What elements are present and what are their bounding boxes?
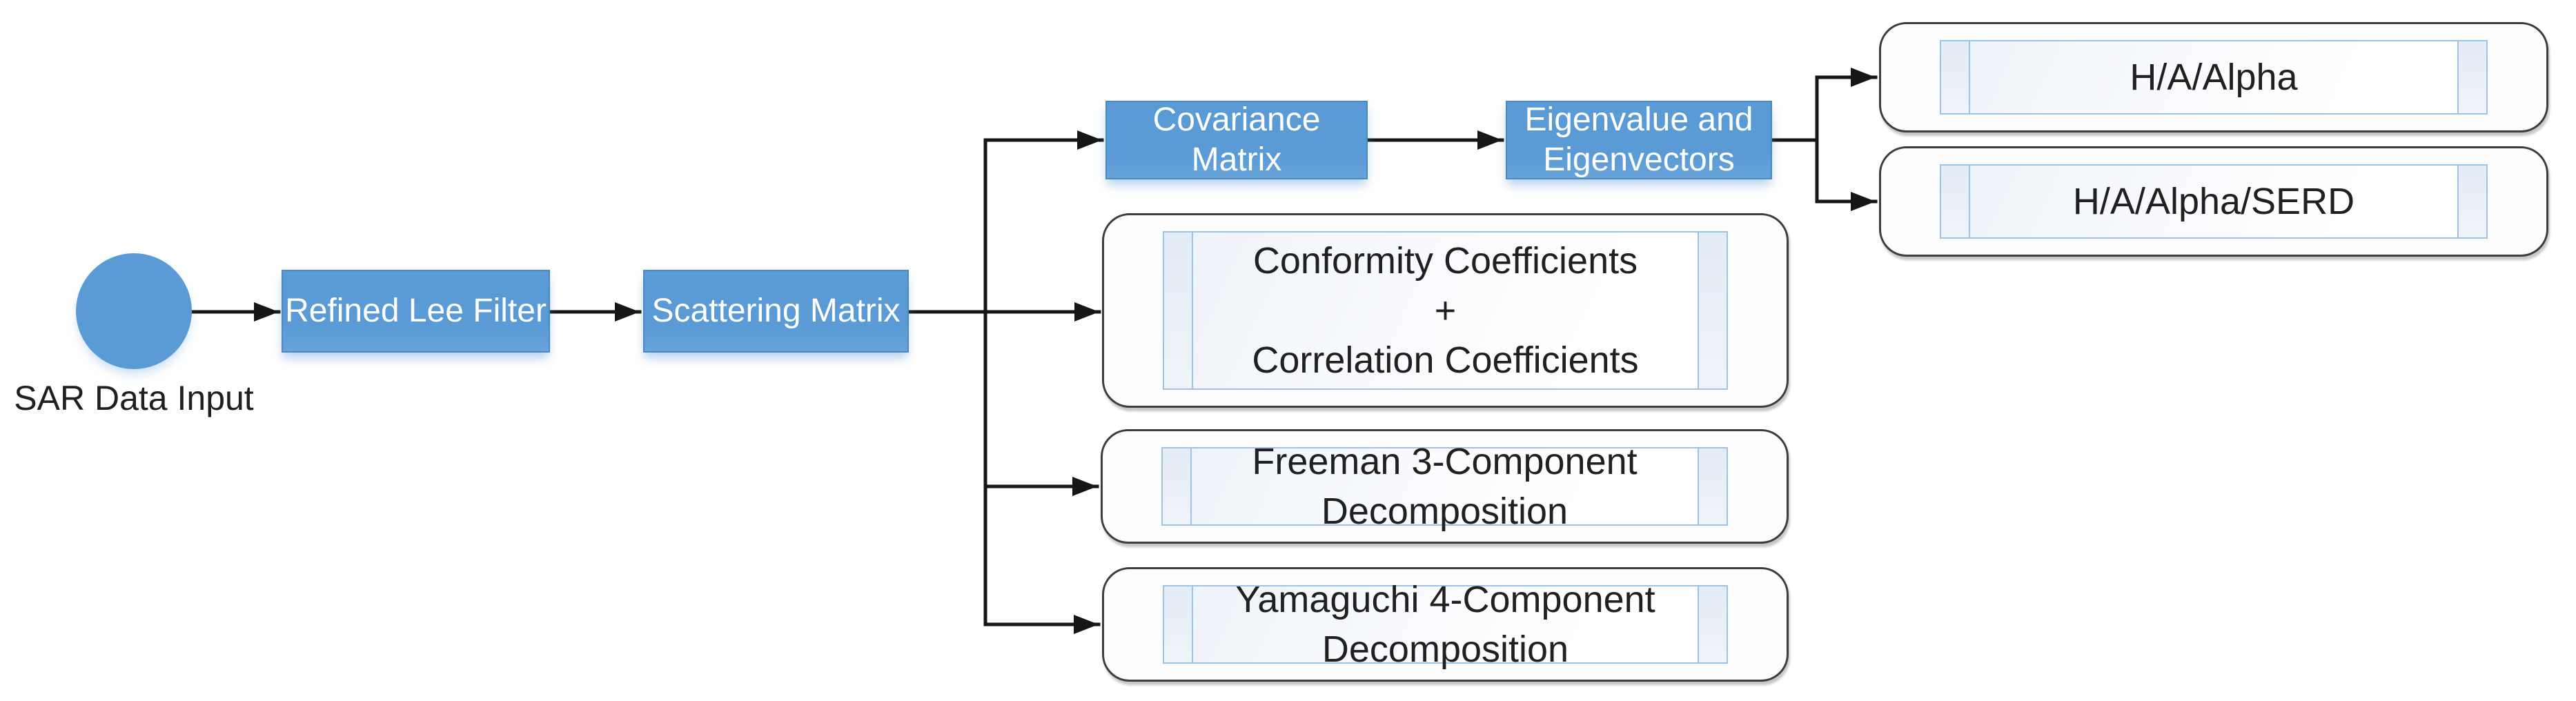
- sar-data-input-label: SAR Data Input: [14, 379, 254, 417]
- sar-data-input-node: [76, 253, 192, 369]
- h-a-alpha-serd-label: H/A/Alpha/SERD: [2072, 181, 2355, 222]
- h-a-alpha-serd-inner-panel: [1940, 164, 2488, 239]
- scattering-matrix-label: Scattering Matrix: [651, 293, 901, 329]
- h-a-alpha-serd-box: H/A/Alpha/SERD: [1879, 146, 2548, 257]
- freeman-inner-panel: [1161, 447, 1728, 526]
- h-a-alpha-label: H/A/Alpha: [2130, 57, 2298, 98]
- covariance-matrix-box: Covariance Matrix: [1105, 101, 1368, 179]
- conformity-correlation-box: Conformity Coefficients + Correlation Co…: [1102, 213, 1789, 408]
- freeman-decomposition-box: Freeman 3-Component Decomposition: [1101, 429, 1789, 544]
- refined-lee-filter-box: Refined Lee Filter: [282, 270, 550, 353]
- yamaguchi-decomposition-label: Yamaguchi 4-Component Decomposition: [1235, 579, 1655, 670]
- h-a-alpha-box: H/A/Alpha: [1879, 22, 2548, 132]
- refined-lee-filter-label: Refined Lee Filter: [285, 293, 547, 329]
- yamaguchi-decomposition-box: Yamaguchi 4-Component Decomposition: [1102, 567, 1789, 682]
- eigenvalue-eigenvectors-box: Eigenvalue and Eigenvectors: [1506, 101, 1772, 179]
- eigenvalue-eigenvectors-label: Eigenvalue and Eigenvectors: [1524, 101, 1753, 178]
- conformity-correlation-inner-panel: [1163, 231, 1728, 390]
- yamaguchi-inner-panel: [1163, 585, 1728, 664]
- conformity-correlation-label: Conformity Coefficients + Correlation Co…: [1252, 240, 1639, 381]
- h-a-alpha-inner-panel: [1940, 40, 2488, 115]
- covariance-matrix-label: Covariance Matrix: [1152, 101, 1321, 178]
- scattering-matrix-box: Scattering Matrix: [643, 270, 909, 353]
- freeman-decomposition-label: Freeman 3-Component Decomposition: [1252, 441, 1638, 532]
